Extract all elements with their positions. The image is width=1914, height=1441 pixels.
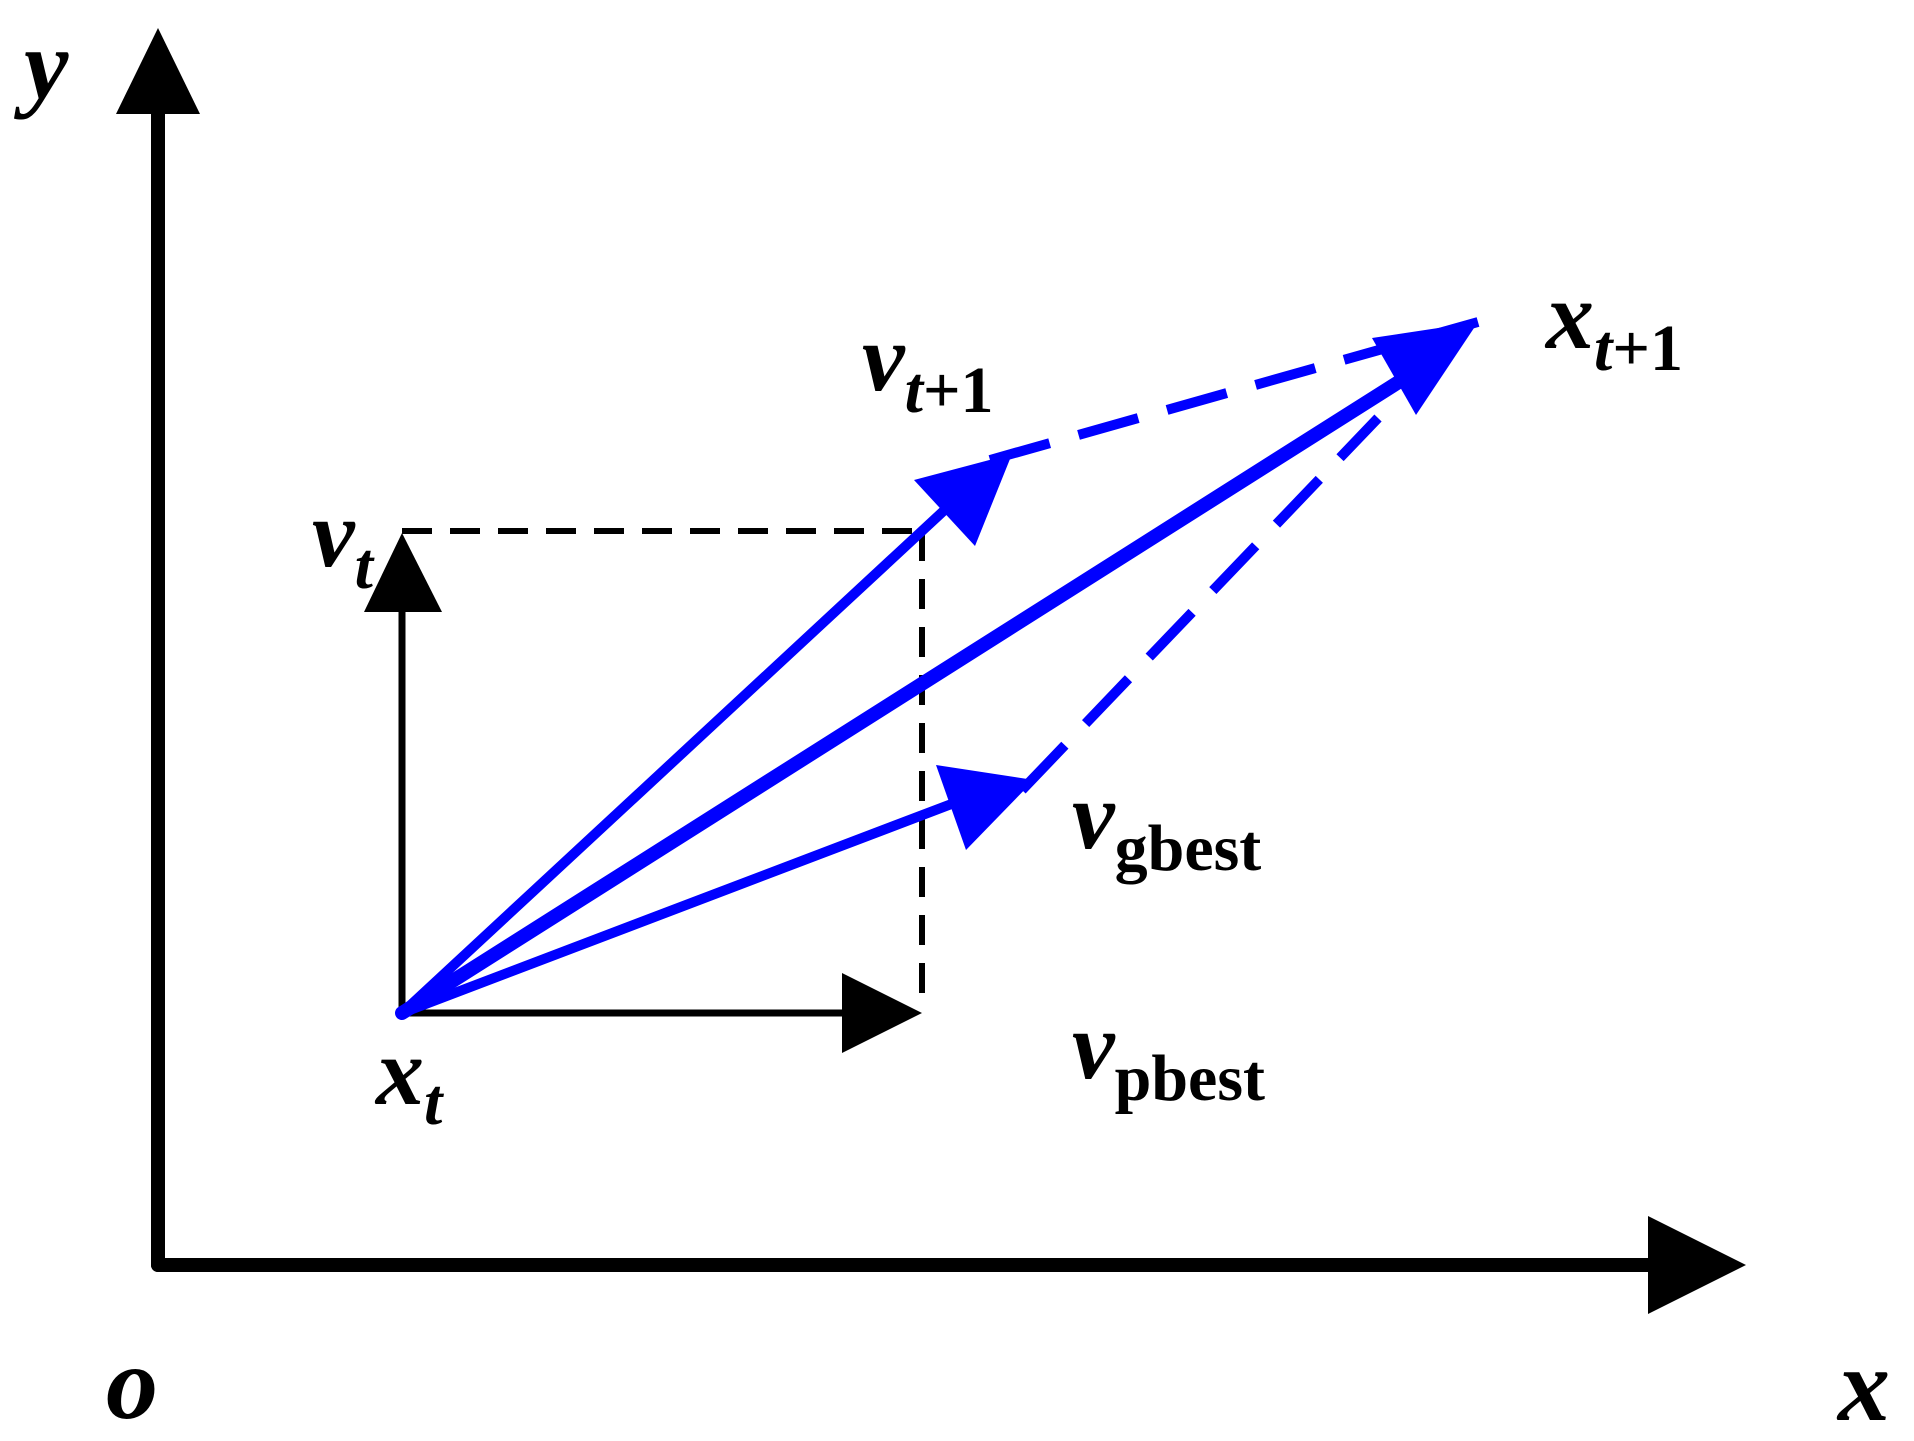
y-axis-label: y [13,9,69,120]
blue-dashed-right [1018,414,1382,794]
x-t1-label: xt+1 [1544,262,1683,385]
v-t1-vector-arrowhead [914,454,1012,546]
labels: y x o xt vt vt+1 xt+1 vgbest vpbest [13,9,1890,1441]
horizontal-component-arrowhead [842,973,922,1053]
dashed-guides [402,528,925,1005]
x-axis-label: x [1836,1328,1890,1441]
x-t1-resultant-arrowhead [1372,322,1478,415]
v-gbest-vector-line [397,795,967,1018]
v-t-component-arrowhead [364,533,442,612]
x-t-label: xt [374,1018,444,1139]
v-t1-label: vt+1 [862,304,994,427]
x-t1-resultant-line [395,371,1412,1020]
axes [116,28,1746,1314]
v-t1-vector-line [397,500,955,1018]
v-gbest-vector-arrowhead [936,765,1034,850]
v-gbest-label: vgbest [1072,762,1261,885]
y-axis-arrowhead [116,28,200,114]
origin-label: o [106,1326,158,1441]
component-arrows [364,533,922,1053]
v-t-label: vt [312,480,375,603]
v-pbest-label: vpbest [1072,992,1265,1115]
x-axis-arrowhead [1648,1216,1746,1314]
blue-vectors [395,322,1478,1020]
